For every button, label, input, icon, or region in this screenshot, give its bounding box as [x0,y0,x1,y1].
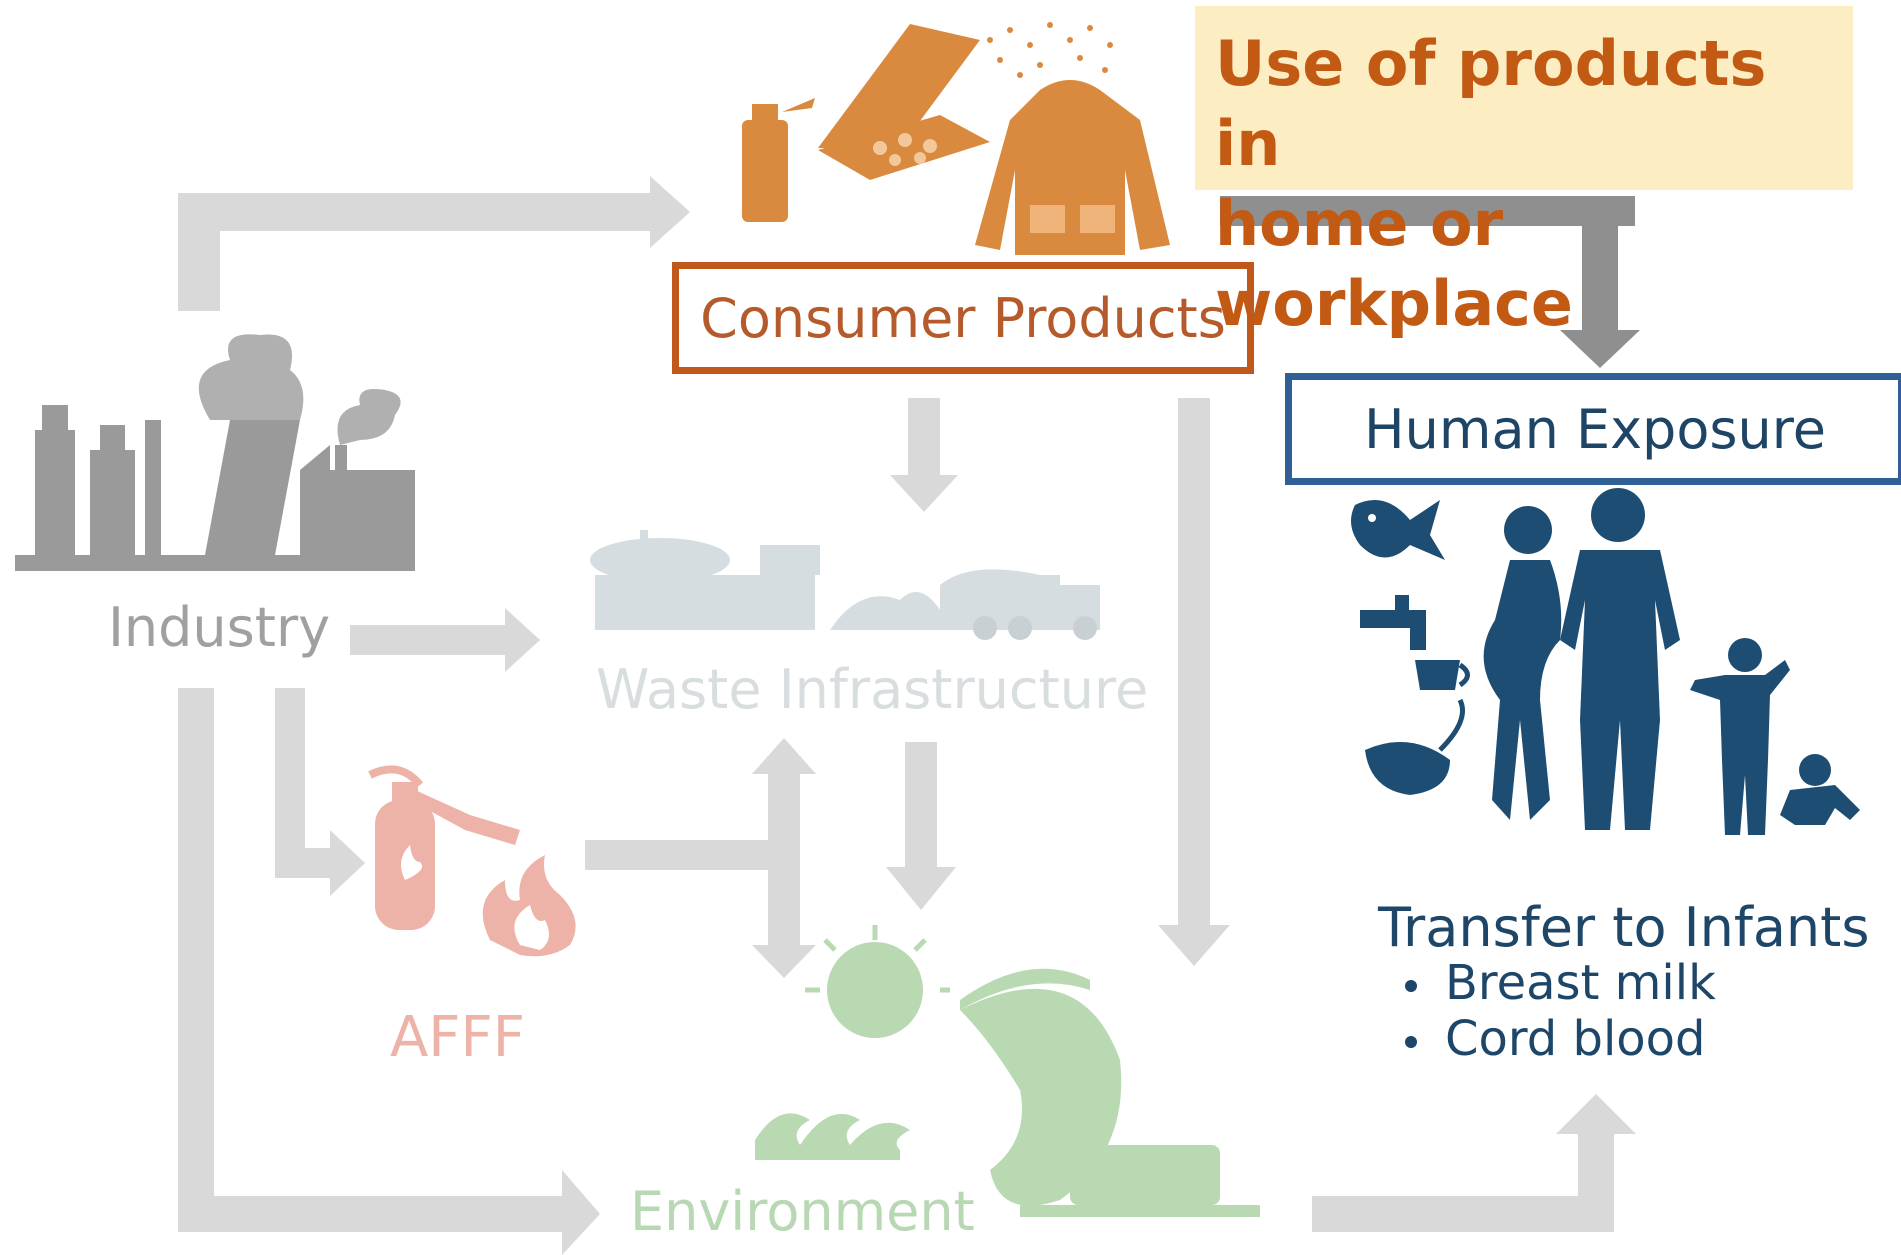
arrow-junction-vertical [752,738,816,978]
arrow-environment-to-human [1312,1094,1636,1232]
sprinkle-dots [987,22,1113,78]
arrow-consumer-to-human [1220,196,1640,368]
waste-infrastructure-label: Waste Infrastructure [596,658,1149,721]
human-exposure-box: Human Exposure [1285,373,1901,485]
flame-icon [482,855,576,957]
consumer-products-icons [742,22,1170,255]
arrow-consumer-to-waste [890,398,958,512]
jacket-icon [975,80,1170,255]
face-mask-icon [1365,698,1465,795]
callout-line-2: home or workplace [1215,187,1573,340]
pizza-box-icon [818,24,990,180]
factory-icon [15,334,415,571]
bullet-dot-icon [1405,1036,1417,1048]
callout-use-of-products: Use of products in home or workplace [1195,6,1853,340]
list-item: Breast milk [1405,955,1716,1011]
environment-label: Environment [630,1180,975,1243]
waste-infrastructure-icons [590,530,1100,640]
consumer-products-box: Consumer Products [672,262,1254,374]
transfer-to-infants-title: Transfer to Infants [1378,896,1870,959]
water-treatment-icon [590,530,820,630]
arrow-industry-to-environment [178,688,600,1255]
fish-icon [1351,500,1445,560]
arrow-industry-to-consumer [178,176,690,311]
callout-line-1: Use of products in [1215,27,1767,180]
arrow-industry-to-afff [275,688,365,896]
afff-icons [368,765,576,957]
arrow-industry-to-waste [350,608,540,672]
faucet-icon [1360,595,1470,690]
flow-arrows [178,176,1636,1255]
human-exposure-icons [1351,488,1860,835]
bullet-text: Breast milk [1445,955,1716,1011]
bullet-dot-icon [1405,980,1417,992]
earth-sun-icon [755,925,1260,1217]
fire-extinguisher-icon [368,765,520,930]
consumer-products-label: Consumer Products [700,286,1226,350]
transfer-bullet-list: Breast milk Cord blood [1405,955,1716,1067]
arrow-consumer-to-environment [1158,398,1230,966]
spray-can-icon [742,98,815,222]
human-exposure-label: Human Exposure [1364,397,1826,461]
bullet-text: Cord blood [1445,1011,1706,1067]
garbage-truck-icon [830,569,1100,640]
arrow-afff-to-junction [585,840,785,870]
family-icon [1483,488,1860,835]
industry-label: Industry [108,596,331,659]
list-item: Cord blood [1405,1011,1716,1067]
arrow-waste-to-environment [886,742,956,910]
afff-label: AFFF [390,1005,525,1070]
